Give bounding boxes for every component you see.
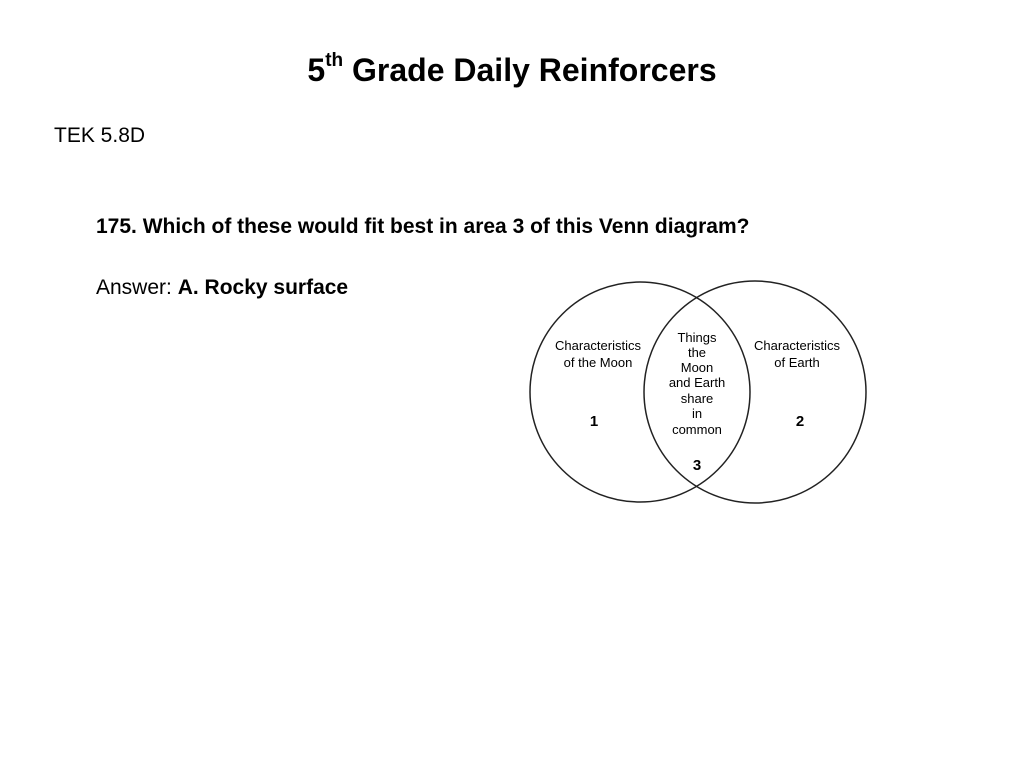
venn-area-2-number: 2: [796, 413, 804, 430]
answer-value: A. Rocky surface: [177, 276, 349, 299]
venn-left-label-line-2: of the Moon: [564, 355, 633, 370]
question-text: 175. Which of these would fit best in ar…: [96, 215, 750, 238]
venn-center-label-line-6: in: [692, 406, 702, 421]
venn-center-label-line-2: the: [688, 345, 706, 360]
page-title: 5th Grade Daily Reinforcers: [0, 50, 1024, 90]
answer-label: Answer:: [96, 276, 172, 299]
venn-left-label-line-1: Characteristics: [555, 338, 641, 353]
venn-diagram: Characteristics of the Moon Characterist…: [529, 280, 867, 504]
venn-center-label-line-7: common: [672, 422, 722, 437]
title-ordinal-suffix: th: [325, 50, 344, 72]
venn-center-label-line-4: and Earth: [669, 375, 725, 390]
title-text: Grade Daily Reinforcers: [352, 52, 717, 88]
venn-area-1-number: 1: [590, 413, 598, 430]
title-number: 5: [307, 52, 326, 88]
venn-area-3-number: 3: [693, 457, 701, 474]
answer: Answer: A. Rocky surface: [96, 274, 348, 302]
venn-center-label-line-5: share: [681, 391, 714, 406]
tek-code: TEK 5.8D: [54, 124, 146, 147]
venn-circle-earth: [643, 280, 867, 504]
venn-center-label-line-3: Moon: [681, 360, 714, 375]
venn-center-label-line-1: Things: [677, 330, 717, 345]
venn-right-label-line-1: Characteristics: [754, 338, 840, 353]
venn-right-label-line-2: of Earth: [774, 355, 820, 370]
venn-circle-moon: [529, 281, 751, 503]
